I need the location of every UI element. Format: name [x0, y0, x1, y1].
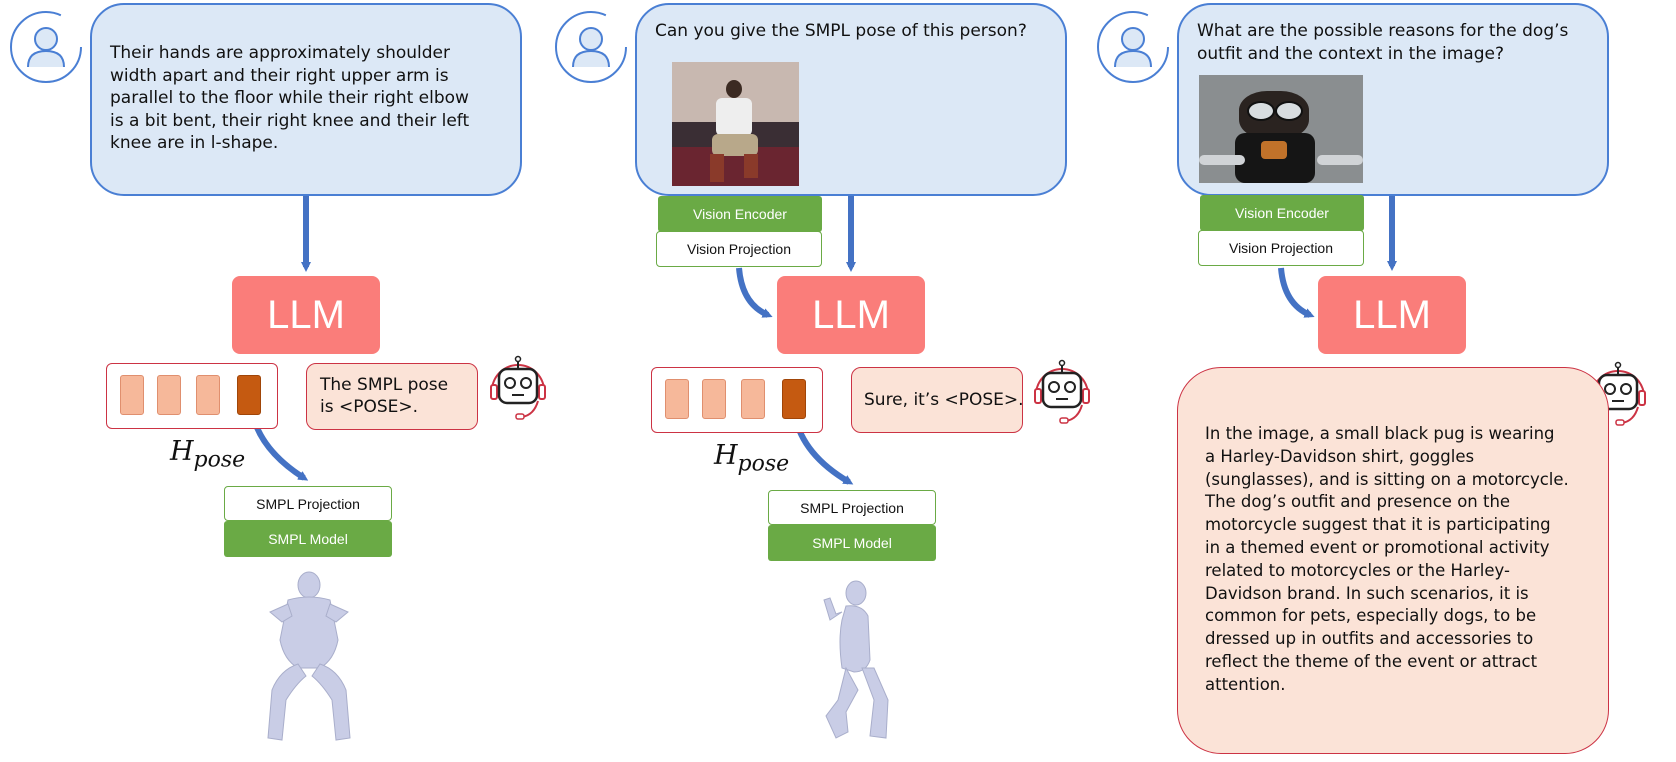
token [120, 375, 144, 415]
token [702, 379, 726, 419]
hpose-symbol: H [714, 440, 738, 471]
user-message-bubble [90, 3, 522, 196]
token [665, 379, 689, 419]
smpl-model-block: SMPL Model [224, 521, 392, 557]
person-photo [672, 62, 799, 186]
token [196, 375, 220, 415]
photo-handlebar [1199, 155, 1245, 165]
photo-handlebar [1317, 155, 1363, 165]
photo-dog-goggles [1275, 101, 1303, 121]
hpose-subscript: pose [193, 447, 246, 473]
arrow-vision-to-llm [1278, 267, 1315, 318]
assistant-reply-bubble [306, 363, 478, 430]
assistant-reply-text: The SMPL pose is <POSE>. [320, 375, 449, 417]
pose-token-sequence [106, 363, 278, 429]
vision-projection-block: Vision Projection [656, 231, 822, 267]
robot-assistant-icon [489, 355, 547, 421]
token [741, 379, 765, 419]
hpose-symbol: H [170, 436, 194, 467]
vision-encoder-block: Vision Encoder [1200, 195, 1364, 231]
user-message-text: Their hands are approximately shoulder w… [110, 43, 470, 153]
llm-block: LLM [1318, 276, 1466, 354]
user-avatar-icon [555, 11, 627, 83]
user-message-text: Can you give the SMPL pose of this perso… [655, 21, 1027, 41]
photo-shirt-logo [1261, 141, 1287, 159]
robot-assistant-icon [1033, 359, 1091, 425]
photo-person-leg [710, 154, 724, 182]
assistant-reply-bubble [1177, 367, 1609, 754]
arrow-vision-to-llm [736, 267, 773, 318]
assistant-reply-bubble [851, 367, 1023, 433]
smpl-body-mesh [823, 580, 889, 739]
llm-block: LLM [232, 276, 380, 354]
pose-token [782, 379, 806, 419]
smpl-projection-block: SMPL Projection [768, 490, 936, 525]
assistant-reply-text: In the image, a small black pug is weari… [1205, 424, 1569, 694]
token [157, 375, 181, 415]
vision-encoder-block: Vision Encoder [658, 196, 822, 232]
dog-photo [1199, 75, 1363, 183]
photo-person-leg [744, 154, 758, 178]
photo-dog-goggles [1247, 101, 1275, 121]
pose-token [237, 375, 261, 415]
smpl-body-mesh [267, 571, 351, 741]
smpl-model-block: SMPL Model [768, 525, 936, 561]
assistant-reply-text: Sure, it’s <POSE>. [864, 390, 1024, 410]
photo-person-head [726, 80, 742, 98]
pose-token-sequence [651, 367, 823, 433]
photo-person-shorts [712, 134, 758, 156]
photo-person-shirt [716, 98, 752, 136]
user-avatar-icon [10, 11, 82, 83]
smpl-projection-block: SMPL Projection [224, 486, 392, 521]
user-avatar-icon [1097, 11, 1169, 83]
hpose-label: Hpose [714, 440, 789, 476]
user-message-text: What are the possible reasons for the do… [1197, 21, 1569, 64]
vision-projection-block: Vision Projection [1198, 230, 1364, 266]
llm-block: LLM [777, 276, 925, 354]
hpose-label: Hpose [170, 436, 245, 472]
hpose-subscript: pose [737, 451, 790, 477]
